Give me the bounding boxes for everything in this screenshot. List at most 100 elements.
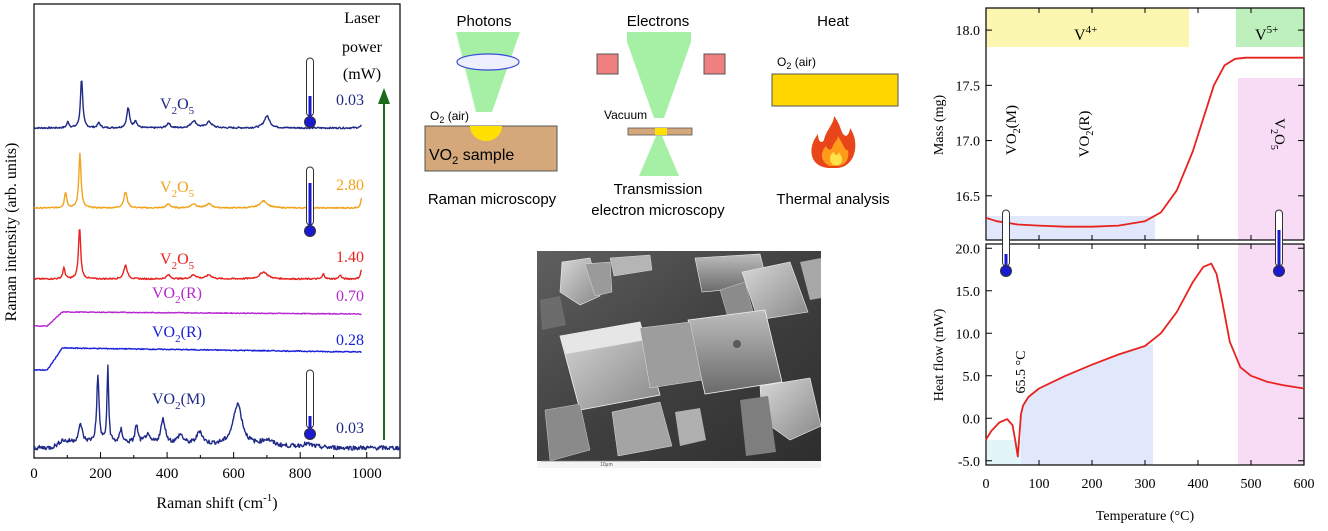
raman-x-ticks: 0 200 400 600 800 1000: [30, 452, 382, 482]
power-title-line2: power: [342, 39, 383, 56]
thermometer-icon: [304, 57, 316, 128]
raman-spectrum-line: [33, 311, 362, 328]
electron-beam-lower: [639, 136, 679, 176]
thermal-axes: 0 100 200 300 400 500 600 16.5 17.0 17.5 18.0 -5.0 0…: [956, 8, 1315, 492]
thermal-x-tick-label: 300: [1135, 477, 1156, 492]
thermal-x-tick-label: 500: [1241, 477, 1262, 492]
transition-temperature-label: 65.5 °C: [1014, 351, 1029, 394]
thermal-x-tick-label: 200: [1082, 477, 1103, 492]
spectrum-label-1: V2O5: [160, 96, 195, 117]
spectrum-power-5: 0.28: [336, 332, 364, 349]
heat-y-axis-label: Heat flow (mW): [932, 308, 947, 401]
spectrum-label-6: VO2(M): [152, 391, 206, 412]
raman-x-axis-label: Raman shift (cm-1): [156, 492, 277, 512]
photons-title: Photons: [456, 13, 511, 30]
v4-label: V4+: [1074, 24, 1097, 44]
spectrum-power-1: 0.03: [336, 92, 364, 109]
raman-panel: 0 200 400 600 800 1000 Raman intensity (arb. …: [3, 3, 401, 512]
electrons-title: Electrons: [627, 13, 690, 30]
raman-x-tick-label: 400: [156, 466, 179, 482]
heat-flow-curve: [985, 262, 1305, 458]
thermometer-icon: [304, 166, 316, 237]
electron-beam-upper: [627, 32, 691, 118]
lens-icon: [456, 53, 520, 71]
vacuum-label: Vacuum: [604, 108, 647, 122]
v5-region: [1236, 8, 1304, 47]
raman-x-axis-label-main: Raman shift (cm: [156, 495, 263, 512]
heat-y-tick-label: -5.0: [958, 455, 980, 470]
spectrum-power-3: 1.40: [336, 249, 364, 266]
raman-y-axis-label: Raman intensity (arb. units): [3, 143, 20, 322]
spectrum-label-4: VO2(R): [152, 285, 202, 306]
spectrum-label-3: V2O5: [160, 251, 195, 272]
thermometer-icon: [1000, 209, 1012, 277]
raman-spectrum-line: [34, 229, 363, 281]
thermal-x-tick-label: 100: [1029, 477, 1050, 492]
schematic-panel: Photons O2 (air) VO2 sample Raman micros…: [424, 13, 899, 468]
raman-x-tick-label: 1000: [352, 466, 382, 482]
thermal-x-tick-label: 400: [1188, 477, 1209, 492]
spectrum-power-2: 2.80: [336, 177, 364, 194]
sem-image: 10μm: [537, 251, 821, 468]
v2o5-region-heat: [1238, 244, 1304, 465]
vo2m-phase-label: VO2(M): [1004, 105, 1023, 155]
raman-x-tick-label: 200: [89, 466, 112, 482]
mass-y-tick-label: 17.0: [956, 135, 981, 150]
sample-label: VO2 sample: [429, 147, 514, 167]
raman-x-axis-label-sup: -1: [263, 492, 272, 504]
caption-tem-line1: Transmission: [614, 181, 703, 198]
raman-spectrum-line: [33, 346, 362, 372]
spectrum-power-4: 0.70: [336, 288, 364, 305]
sem-scale-label: 10μm: [600, 462, 613, 468]
magnetic-coil-right: [703, 53, 726, 75]
raman-x-tick-label: 0: [30, 466, 38, 482]
mass-y-tick-label: 18.0: [956, 24, 981, 39]
power-arrow: [378, 88, 390, 440]
raman-plot-frame: [33, 3, 401, 459]
o2-air-label-left: O2 (air): [430, 109, 469, 125]
o2-air-label-right: O2 (air): [777, 55, 816, 71]
thermal-x-axis-label: Temperature (°C): [1096, 509, 1195, 524]
caption-tem-line2: electron microscopy: [591, 202, 725, 219]
mass-curve: [985, 56, 1304, 228]
vo2r-region-mass: [987, 216, 1155, 240]
spectrum-label-5: VO2(R): [152, 324, 202, 345]
vo2r-region-heat: [1021, 344, 1153, 465]
flame-icon: [811, 116, 856, 168]
mass-y-axis-label: Mass (mg): [932, 95, 947, 156]
mass-y-tick-label: 16.5: [956, 190, 981, 205]
thermal-curves: [985, 56, 1305, 458]
mass-y-tick-label: 17.5: [956, 79, 981, 94]
heat-title: Heat: [817, 13, 850, 30]
power-title-line3: (mW): [343, 66, 381, 83]
tem-sample-spot: [655, 128, 667, 135]
power-title-line1: Laser: [344, 10, 380, 27]
v4-region: [986, 8, 1189, 47]
thermal-x-tick-label: 600: [1294, 477, 1315, 492]
thermal-panel: 0 100 200 300 400 500 600 16.5 17.0 17.5 18.0 -5.0 0…: [932, 7, 1315, 524]
caption-raman: Raman microscopy: [428, 191, 557, 208]
v2o5-phase-label: V2O5: [1268, 118, 1287, 150]
spectrum-label-2: V2O5: [160, 179, 195, 200]
caption-thermal: Thermal analysis: [776, 191, 889, 208]
vo2r-phase-label: VO2(R): [1077, 111, 1096, 158]
raman-spectrum-line: [33, 80, 362, 130]
magnetic-coil-left: [596, 53, 619, 75]
thermal-sample-bar: [771, 73, 899, 107]
v2o5-region-mass: [1238, 78, 1304, 240]
thermometer-icon: [304, 369, 316, 440]
thermometer-icon: [1273, 209, 1285, 277]
laser-spot: [470, 126, 502, 141]
heat-y-tick-label: 15.0: [956, 285, 981, 300]
heat-y-tick-label: 5.0: [963, 370, 981, 385]
heat-y-tick-label: 0.0: [963, 412, 981, 427]
raman-x-tick-label: 800: [289, 466, 312, 482]
raman-x-tick-label: 600: [222, 466, 245, 482]
heat-y-tick-label: 20.0: [956, 242, 981, 257]
thermal-x-tick-label: 0: [983, 477, 990, 492]
v5-label: V5+: [1255, 24, 1278, 44]
photon-beam: [456, 32, 520, 112]
raman-x-axis-label-close: ): [272, 495, 277, 512]
heat-y-tick-label: 10.0: [956, 327, 981, 342]
